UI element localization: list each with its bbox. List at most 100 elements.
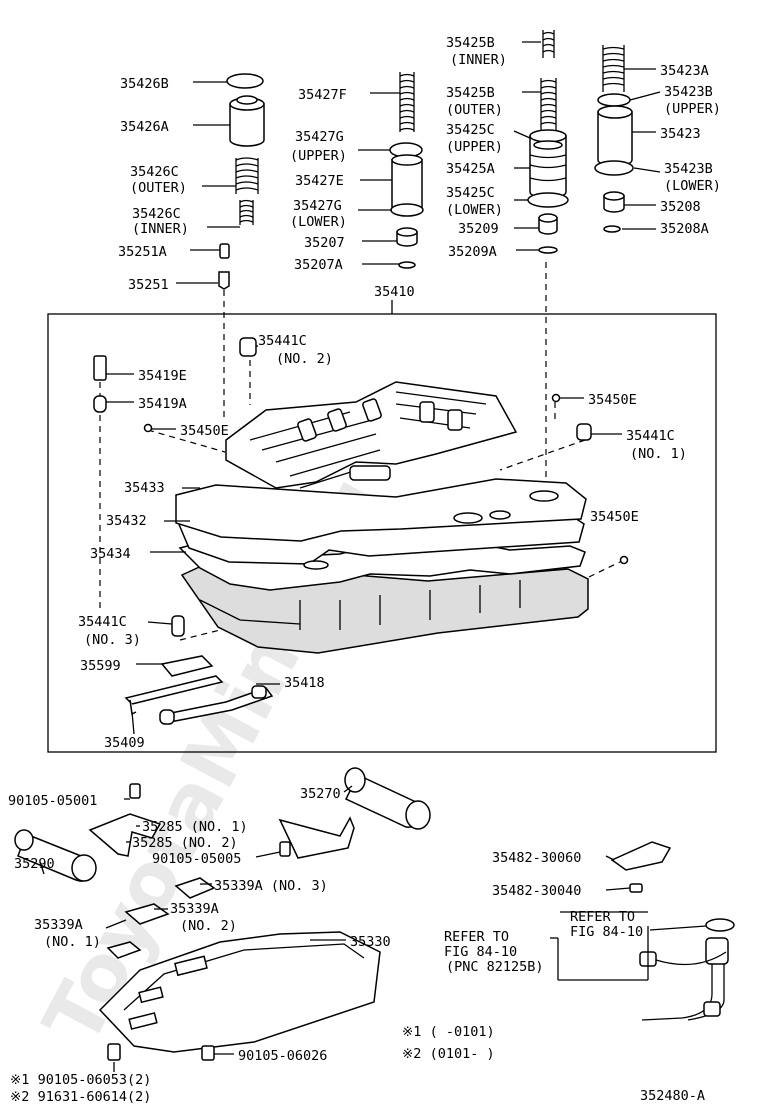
part-label-l69: REFER TO <box>444 929 509 945</box>
part-35425-group <box>527 30 569 254</box>
part-label-l70: FIG 84-10 <box>444 944 517 960</box>
frame-label: 35410 <box>374 284 415 300</box>
leader-line-l52 <box>131 711 135 735</box>
part-label-l30: (UPPER) <box>664 101 721 117</box>
part-label-l10: 35427G <box>295 129 344 145</box>
part-35423-group <box>594 45 634 233</box>
part-label-l59: 35339A (NO. 3) <box>214 878 328 894</box>
part-label-l44: 35433 <box>124 480 165 496</box>
part-label-l17: 35425B <box>446 35 495 51</box>
part-label-l51: 35418 <box>284 675 325 691</box>
valve-body-frame <box>47 313 717 753</box>
part-label-l03: 35426C <box>130 164 179 180</box>
part-label-l58: 35290 <box>14 856 55 872</box>
part-label-l52: 35409 <box>104 735 145 751</box>
part-label-l64: 35330 <box>350 934 391 950</box>
part-label-l73: ※1 ( -0101) <box>402 1024 495 1040</box>
part-label-l65: 35482-30060 <box>492 850 581 866</box>
part-label-l16: 35207A <box>294 257 343 273</box>
part-label-l50: 35599 <box>80 658 121 674</box>
part-label-l42: 35441C <box>626 428 675 444</box>
part-label-l12: 35427E <box>295 173 344 189</box>
part-35426-group <box>218 73 265 290</box>
part-label-l71: (PNC 82125B) <box>446 959 544 975</box>
part-label-l05: 35426C <box>132 206 181 222</box>
part-label-l21: 35425C <box>446 122 495 138</box>
part-label-l28: 35423A <box>660 63 709 79</box>
part-label-l68: FIG 84-10 <box>570 924 643 940</box>
part-label-l62: 35339A <box>170 901 219 917</box>
part-35427-group <box>389 72 424 269</box>
part-label-l09: 35427F <box>298 87 347 103</box>
leader-line-l65 <box>605 855 615 861</box>
part-label-l46: 35450E <box>590 509 639 525</box>
leader-line-l68 <box>649 925 707 931</box>
part-label-l66: 35482-30040 <box>492 883 581 899</box>
part-label-l57: 90105-05005 <box>152 851 241 867</box>
part-label-l35: 35208A <box>660 221 709 237</box>
part-label-l60: 35339A <box>34 917 83 933</box>
part-label-l23: 35425A <box>446 161 495 177</box>
refer-brackets <box>550 911 649 981</box>
part-label-l43: (NO. 1) <box>630 446 687 462</box>
part-label-l06: (INNER) <box>132 221 189 237</box>
leader-line-l58 <box>39 861 45 875</box>
leader-lines <box>39 41 707 1072</box>
part-label-l08: 35251 <box>128 277 169 293</box>
part-label-l07: 35251A <box>118 244 167 260</box>
leader-line-l21 <box>513 130 531 139</box>
part-label-l41: 35450E <box>588 392 637 408</box>
part-label-l75: ※1 90105-06053(2) <box>10 1072 151 1088</box>
part-label-l04: (OUTER) <box>130 180 187 196</box>
part-label-l32: 35423B <box>664 161 713 177</box>
part-label-l39: 35419A <box>138 396 187 412</box>
part-label-l67: REFER TO <box>570 909 635 925</box>
part-label-l48: 35441C <box>78 614 127 630</box>
leader-line-l60 <box>105 919 127 929</box>
part-label-l31: 35423 <box>660 126 701 142</box>
leader-line-l29 <box>629 91 661 101</box>
part-label-l13: 35427G <box>293 198 342 214</box>
part-label-l02: 35426A <box>120 119 169 135</box>
leader-line-l57 <box>255 851 281 858</box>
part-label-l36: 35441C <box>258 333 307 349</box>
part-label-l45: 35432 <box>106 513 147 529</box>
part-label-l19: 35425B <box>446 85 495 101</box>
part-label-l26: 35209 <box>458 221 499 237</box>
part-label-l24: 35425C <box>446 185 495 201</box>
part-label-l54: 90105-05001 <box>8 793 97 809</box>
part-label-l25: (LOWER) <box>446 202 503 218</box>
part-label-l63: (NO. 2) <box>180 918 237 934</box>
part-label-l33: (LOWER) <box>664 178 721 194</box>
part-label-l76: ※2 91631-60614(2) <box>10 1089 151 1105</box>
part-label-l38: 35419E <box>138 368 187 384</box>
part-label-l40: 35450E <box>180 423 229 439</box>
part-label-l14: (LOWER) <box>290 214 347 230</box>
part-label-l01: 35426B <box>120 76 169 92</box>
figure-code: 352480-A <box>640 1088 705 1104</box>
part-label-l29: 35423B <box>664 84 713 100</box>
part-label-l47: 35434 <box>90 546 131 562</box>
part-label-l11: (UPPER) <box>290 148 347 164</box>
part-label-l72: 90105-06026 <box>238 1048 327 1064</box>
leader-line-l32 <box>633 167 661 173</box>
valve-body-assembly <box>175 381 589 654</box>
leader-line-l66 <box>605 887 631 891</box>
part-label-l53: 35270 <box>300 786 341 802</box>
lower-parts <box>14 767 735 1061</box>
part-labels: 35426B35426A35426C(OUTER)35426C(INNER)35… <box>8 35 721 1105</box>
leader-line-l53 <box>343 785 353 793</box>
part-label-l22: (UPPER) <box>446 139 503 155</box>
part-label-l74: ※2 (0101- ) <box>402 1046 495 1062</box>
part-label-l55: 35285 (NO. 1) <box>142 819 248 835</box>
part-label-l15: 35207 <box>304 235 345 251</box>
leader-line-l48 <box>147 621 173 625</box>
part-label-l49: (NO. 3) <box>84 632 141 648</box>
part-label-l61: (NO. 1) <box>44 934 101 950</box>
valve-body-small-parts <box>93 337 629 725</box>
part-label-l37: (NO. 2) <box>276 351 333 367</box>
part-label-l56: 35285 (NO. 2) <box>132 835 238 851</box>
part-label-l34: 35208 <box>660 199 701 215</box>
